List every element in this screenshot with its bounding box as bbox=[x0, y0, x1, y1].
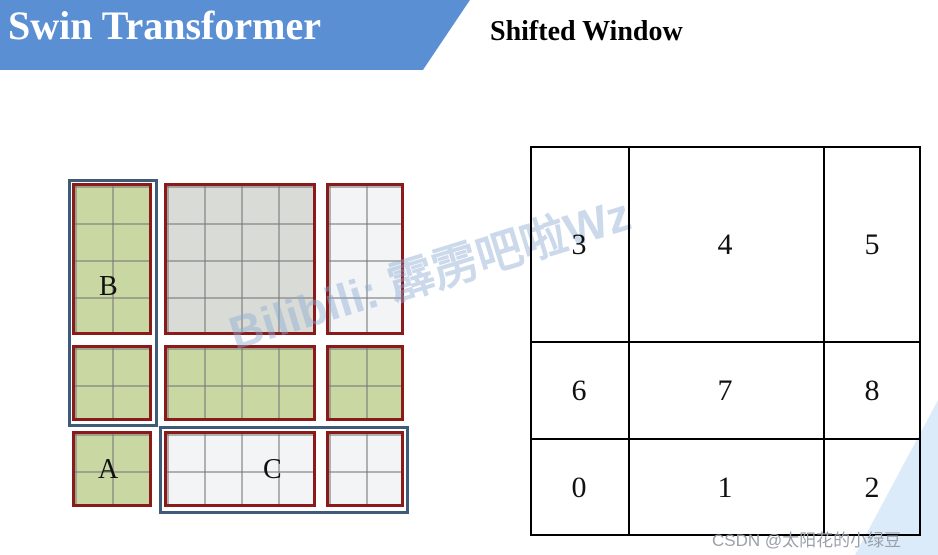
window-cell-8: 8 bbox=[864, 374, 880, 407]
patch-top-left bbox=[72, 183, 152, 335]
patch-bottom-center bbox=[164, 431, 316, 507]
window-cell-1: 1 bbox=[717, 471, 733, 504]
page-title: Swin Transformer bbox=[8, 3, 321, 48]
grid-divider bbox=[532, 341, 919, 343]
patch-mid-right bbox=[326, 345, 404, 421]
patch-bottom-right bbox=[326, 431, 404, 507]
shifted-window-grid: 3 4 5 6 7 8 0 1 2 bbox=[530, 146, 921, 536]
patch-top-right bbox=[326, 183, 404, 335]
window-cell-5: 5 bbox=[864, 228, 880, 261]
footer-credit: CSDN @太阳花的小绿豆 bbox=[712, 531, 902, 550]
title-banner bbox=[0, 0, 470, 70]
region-label-b: B bbox=[99, 271, 118, 302]
patch-mid-center bbox=[164, 345, 316, 421]
patch-bottom-left bbox=[72, 431, 152, 507]
window-outline-b bbox=[68, 179, 158, 427]
shifted-patch-image: B A C bbox=[60, 170, 420, 530]
window-outline-c bbox=[159, 426, 409, 514]
patch-mid-left bbox=[72, 345, 152, 421]
window-cell-0: 0 bbox=[571, 471, 587, 504]
patch-top-center bbox=[164, 183, 316, 335]
window-cell-4: 4 bbox=[717, 228, 733, 261]
subtitle: Shifted Window bbox=[490, 16, 683, 47]
grid-divider bbox=[532, 438, 919, 440]
window-cell-7: 7 bbox=[717, 374, 733, 407]
window-cell-2: 2 bbox=[864, 471, 880, 504]
region-label-a: A bbox=[98, 454, 119, 485]
region-label-c: C bbox=[263, 454, 282, 485]
window-cell-3: 3 bbox=[571, 228, 587, 261]
window-cell-6: 6 bbox=[571, 374, 587, 407]
